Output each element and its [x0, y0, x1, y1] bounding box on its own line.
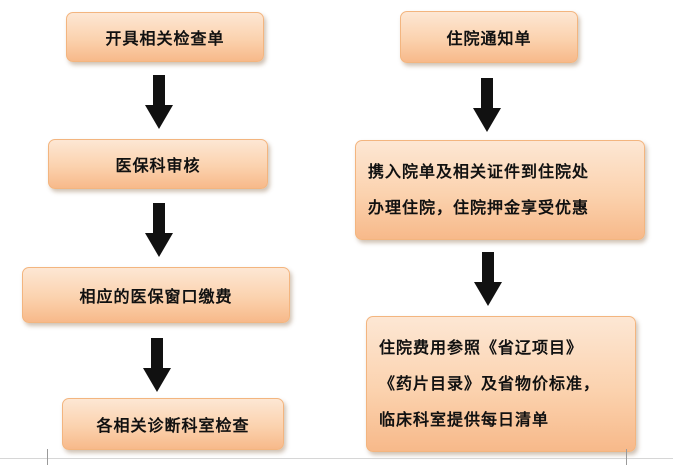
flow-step-admission-notice: 住院通知单: [400, 11, 578, 63]
flow-step-line: 临床科室提供每日清单: [379, 410, 550, 429]
down-arrow-icon: [474, 252, 502, 306]
flow-step-admission-procedure: 携入院单及相关证件到住院处 办理住院，住院押金享受优惠: [355, 140, 645, 240]
flow-step-label: 住院通知单: [446, 29, 532, 48]
down-arrow-icon: [145, 75, 173, 129]
page-corner-mark-right: [626, 449, 627, 465]
flow-step-insurance-payment: 相应的医保窗口缴费: [22, 267, 290, 323]
down-arrow-icon: [145, 203, 173, 257]
flow-step-label: 相应的医保窗口缴费: [79, 287, 233, 306]
down-arrow-icon: [473, 78, 501, 132]
flow-step-label: 开具相关检查单: [105, 29, 225, 48]
flow-step-label: 各相关诊断科室检查: [96, 416, 250, 435]
down-arrow-icon: [143, 338, 171, 392]
flow-step-line: 携入院单及相关证件到住院处: [368, 162, 590, 181]
flow-step-hospital-fees: 住院费用参照《省辽项目》 《药片目录》及省物价标准， 临床科室提供每日清单: [366, 316, 636, 452]
page-corner-mark-left: [47, 449, 48, 465]
flow-step-label: 医保科审核: [115, 156, 201, 175]
flow-step-line: 《药片目录》及省物价标准，: [379, 374, 601, 393]
flow-step-issue-exam-form: 开具相关检查单: [66, 12, 264, 62]
flow-step-department-exam: 各相关诊断科室检查: [62, 398, 284, 450]
flow-step-line: 办理住院，住院押金享受优惠: [368, 198, 590, 217]
page-edge-line: [0, 458, 673, 459]
flow-step-insurance-review: 医保科审核: [48, 139, 268, 189]
flow-step-line: 住院费用参照《省辽项目》: [379, 338, 584, 357]
